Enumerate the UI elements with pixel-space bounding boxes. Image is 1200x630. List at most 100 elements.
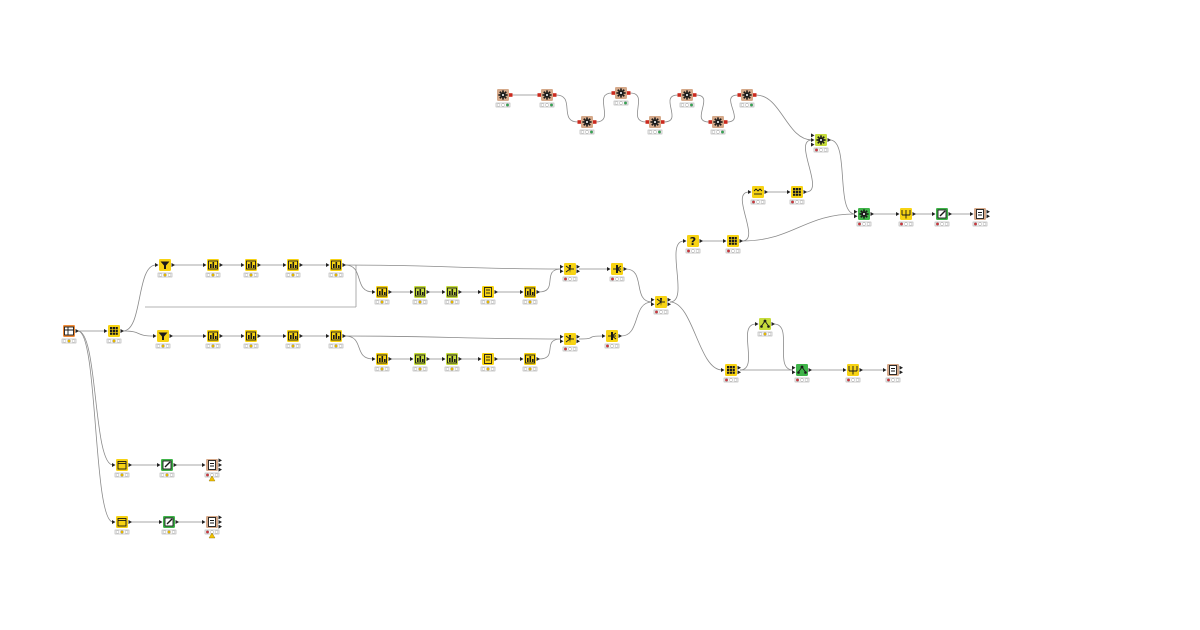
flow-output-port[interactable]: [627, 91, 631, 95]
input-port[interactable]: [651, 302, 655, 307]
flow-output-port[interactable]: [753, 93, 757, 97]
flow-input-port[interactable]: [537, 93, 542, 97]
output-port[interactable]: [803, 190, 808, 194]
input-port[interactable]: [442, 290, 446, 294]
input-port[interactable]: [202, 520, 206, 524]
node-body[interactable]: [482, 286, 494, 298]
node-n51-predictor[interactable]: [157, 459, 177, 478]
node-body[interactable]: [116, 516, 128, 528]
node-n9-learner[interactable]: [410, 286, 431, 305]
node-n33-other[interactable]: [537, 89, 557, 108]
node-n26-manipulator[interactable]: [602, 330, 622, 349]
input-port[interactable]: [326, 334, 330, 338]
output-port[interactable]: [388, 357, 393, 361]
input-port[interactable]: [442, 357, 446, 361]
connection-line-n46-n47[interactable]: [773, 323, 794, 371]
node-n54-predictor[interactable]: [159, 516, 179, 535]
connection-line-n37-n38[interactable]: [695, 94, 710, 123]
input-port[interactable]: [478, 357, 482, 361]
connection-line-n14-n27[interactable]: [625, 268, 653, 303]
node-body[interactable]: [752, 186, 764, 198]
output-port[interactable]: [218, 520, 223, 524]
output-port[interactable]: [218, 458, 223, 463]
node-n16-manipulator[interactable]: [203, 330, 224, 349]
node-n25-manipulator[interactable]: [560, 333, 581, 352]
connection-line-n27-n28[interactable]: [669, 240, 685, 303]
node-n20-manipulator[interactable]: [372, 353, 393, 372]
flow-output-port[interactable]: [553, 93, 557, 97]
node-n28-manipulator[interactable]: ?: [683, 235, 703, 254]
input-port[interactable]: [560, 264, 564, 269]
connection-line-n35-n36[interactable]: [629, 92, 647, 123]
output-port[interactable]: [388, 290, 393, 294]
output-port[interactable]: [739, 239, 744, 243]
output-port[interactable]: [120, 329, 125, 333]
node-n18-manipulator[interactable]: [283, 330, 303, 349]
input-port[interactable]: [153, 334, 157, 338]
node-n37-other[interactable]: [677, 89, 697, 108]
node-n7-manipulator[interactable]: [326, 259, 346, 278]
node-n41-predictor[interactable]: [854, 208, 874, 227]
node-n47-predictor[interactable]: [792, 364, 813, 383]
output-port[interactable]: [218, 524, 223, 529]
node-n45-manipulator[interactable]: [721, 364, 742, 383]
output-port[interactable]: [576, 269, 581, 274]
node-body[interactable]: [116, 459, 128, 471]
output-port[interactable]: [737, 365, 742, 370]
input-port[interactable]: [520, 357, 524, 361]
flow-output-port[interactable]: [593, 120, 597, 124]
connection-line-n34-n35[interactable]: [595, 92, 613, 123]
input-port[interactable]: [155, 263, 159, 267]
node-n42-manipulator[interactable]: [896, 208, 917, 227]
input-port[interactable]: [203, 334, 207, 338]
output-port[interactable]: [219, 334, 224, 338]
flow-output-port[interactable]: [661, 120, 665, 124]
output-port[interactable]: [426, 290, 431, 294]
node-n53-manipulator[interactable]: [112, 516, 132, 535]
input-port[interactable]: [241, 334, 245, 338]
flow-input-port[interactable]: [708, 120, 713, 124]
connection-line-n7-n8[interactable]: [344, 264, 374, 293]
output-port[interactable]: [257, 263, 262, 267]
connection-line-n1-n53[interactable]: [77, 330, 114, 523]
node-n3-manipulator[interactable]: [155, 259, 175, 278]
connection-line-n29-n41[interactable]: [741, 213, 856, 242]
input-port[interactable]: [203, 263, 207, 267]
input-port[interactable]: [283, 334, 287, 338]
node-n24-manipulator[interactable]: [520, 353, 540, 372]
output-port[interactable]: [576, 339, 581, 344]
connection-line-n38-n39[interactable]: [726, 94, 739, 123]
output-port[interactable]: [808, 368, 813, 372]
input-port[interactable]: [202, 463, 206, 467]
output-port[interactable]: [948, 212, 953, 216]
output-port[interactable]: [299, 263, 304, 267]
input-port[interactable]: [792, 370, 796, 375]
input-port[interactable]: [883, 368, 887, 372]
output-port[interactable]: [827, 138, 832, 142]
node-n38-other[interactable]: [708, 116, 728, 135]
input-port[interactable]: [651, 297, 655, 302]
node-n55-other[interactable]: [202, 515, 223, 539]
node-n21-learner[interactable]: [410, 353, 430, 372]
flow-input-port[interactable]: [577, 120, 582, 124]
node-n13-manipulator[interactable]: [560, 263, 581, 282]
node-n44-other[interactable]: [970, 208, 990, 227]
output-port[interactable]: [771, 322, 776, 326]
output-port[interactable]: [218, 467, 223, 472]
input-port[interactable]: [811, 138, 815, 142]
output-port[interactable]: [536, 290, 541, 294]
input-port[interactable]: [560, 339, 564, 344]
output-port[interactable]: [912, 212, 917, 216]
output-port[interactable]: [218, 463, 223, 467]
node-n49-other[interactable]: [883, 364, 903, 383]
node-n15-manipulator[interactable]: [153, 330, 173, 349]
input-port[interactable]: [602, 334, 606, 338]
connection-line-n45-n46[interactable]: [739, 323, 757, 371]
output-port[interactable]: [576, 264, 581, 269]
input-port[interactable]: [326, 263, 330, 267]
input-port[interactable]: [811, 133, 815, 138]
connection-line-n29-n30[interactable]: [741, 191, 750, 242]
node-n36-other[interactable]: [645, 116, 665, 135]
node-n12-manipulator[interactable]: [520, 286, 541, 305]
output-port[interactable]: [494, 357, 499, 361]
